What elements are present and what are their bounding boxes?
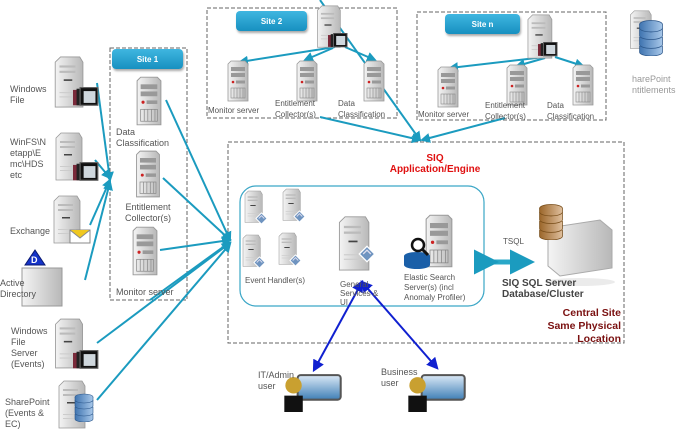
file-server-icon: [538, 42, 558, 57]
active-directory-server-icon: D: [21, 249, 63, 307]
business-user-label: Business user: [381, 367, 418, 388]
connector-siten: [420, 117, 506, 143]
entitlement-collector-server-icon: [135, 150, 161, 198]
connector-site1-ec: [162, 177, 232, 242]
user-links: [312, 279, 439, 373]
sharepoint-entitlements-label: harePoint ntitlements: [632, 74, 676, 95]
connector-windows-file: [96, 82, 114, 182]
data-classification-server-icon: [136, 76, 162, 126]
connector-site2-ec: [303, 47, 334, 62]
event-handler-servers: [242, 188, 306, 269]
site1-data-classification-label: Data Classification: [116, 127, 170, 148]
site2-entitlement-server-icon: [296, 60, 318, 102]
site2-data-classification-label: Data Classification: [338, 99, 386, 119]
site1-monitor-label: Monitor server: [116, 287, 174, 297]
siten-monitor-server-icon: [437, 66, 459, 108]
site2-tab: Site 2: [236, 11, 307, 31]
connector-site1-extra: [149, 241, 231, 301]
siq-title-line1: SIQ: [426, 153, 444, 164]
siten-boundary: [416, 11, 607, 121]
site2-monitor-label: Monitor server: [208, 106, 260, 115]
site2-data-classification-server-icon: [363, 60, 385, 102]
source-label-wfs-events: Windows File Server (Events): [11, 326, 48, 369]
connector-site1-dc: [165, 99, 232, 242]
tsql-label: TSQL: [503, 237, 524, 246]
svg-text:D: D: [31, 255, 38, 265]
search-database-icon: [404, 237, 430, 269]
central-site-label: Central Site Same Physical Location: [547, 307, 621, 345]
connector-sharepoint: [96, 242, 232, 401]
source-label-active-directory: Active Directory: [0, 278, 37, 299]
file-server-icon: [73, 87, 99, 106]
connector-ad: [84, 180, 113, 281]
database-icon: [639, 20, 663, 56]
siten-monitor-label: Monitor server: [418, 110, 470, 119]
mail-icon: [69, 229, 91, 244]
siten-data-classification-server-icon: [572, 64, 594, 106]
connector-site2-monitor: [238, 46, 336, 66]
site2-monitor-server-icon: [227, 60, 249, 102]
file-server-icon: [73, 162, 99, 181]
it-admin-user-label: IT/Admin user: [258, 370, 295, 391]
database-icon: [74, 393, 94, 422]
file-server-icon: [73, 350, 99, 369]
general-services-label: General Services & UI: [340, 280, 379, 307]
connector-siten-monitor: [448, 56, 546, 73]
connector-wfs-events: [96, 241, 232, 344]
siten-entitlement-label: Entitlement Collector(s): [485, 101, 526, 121]
connector-lines: [84, 0, 585, 401]
sql-server-label: SIQ SQL Server Database/Cluster: [502, 278, 584, 300]
siten-tab: Site n: [445, 14, 520, 34]
site2-entitlement-label: Entitlement Collector(s): [275, 99, 316, 119]
siten-data-classification-label: Data Classification: [547, 101, 595, 121]
sql-server-icon: [539, 204, 615, 286]
elastic-search-label: Elastic Search Server(s) (incl Anomaly P…: [404, 273, 466, 302]
source-label-windows-file: Windows File: [10, 84, 47, 105]
siten-entitlement-server-icon: [506, 64, 528, 106]
connector-site2-dc: [344, 46, 377, 62]
event-handlers-label: Event Handler(s): [245, 276, 306, 285]
site1-tab: Site 1: [112, 49, 183, 69]
business-user-link: [360, 280, 439, 370]
siq-title-line2: Application/Engine: [389, 164, 481, 175]
source-label-sharepoint: SharePoint (Events & EC): [5, 397, 50, 429]
general-services-server-icon: [338, 216, 370, 271]
source-label-exchange: Exchange: [10, 226, 51, 236]
connector-site1-monitor: [159, 236, 232, 251]
database-icon: [539, 204, 563, 240]
file-server-icon: [328, 33, 348, 48]
site1-entitlement-label: Entitlement Collector(s): [125, 202, 172, 223]
monitor-server-icon: [132, 226, 158, 276]
admin-user-link: [312, 279, 364, 373]
connector-siten-dc: [554, 56, 585, 69]
source-label-winfs: WinFS\N etapp\E mc\HDS etc: [10, 137, 46, 180]
